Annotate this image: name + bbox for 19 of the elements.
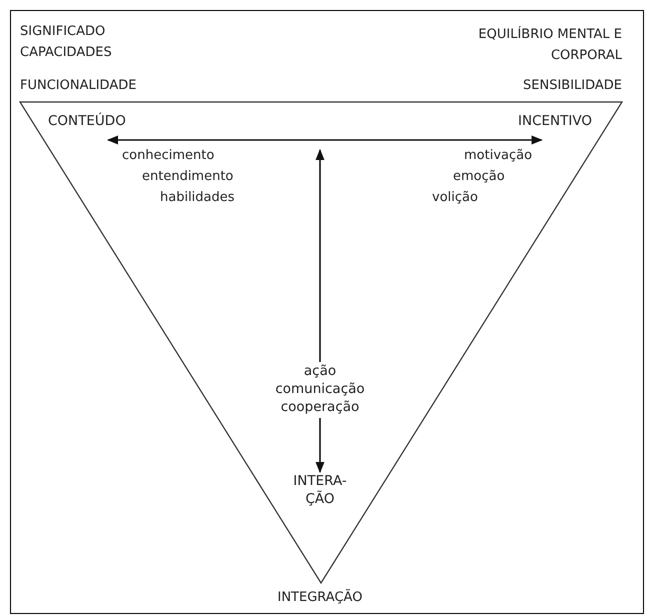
arrow bbox=[316, 148, 324, 362]
item-label: volição bbox=[432, 190, 478, 206]
dimension-heading: CONTEÚDO bbox=[48, 112, 148, 140]
category-label: SIGNIFICADO bbox=[20, 24, 106, 40]
category-label: FUNCIONALIDADE bbox=[20, 78, 136, 94]
process-list: ação comunicação cooperação bbox=[270, 362, 370, 418]
arrow bbox=[106, 136, 543, 144]
item-label: emoção bbox=[453, 169, 505, 185]
category-label: CAPACIDADES bbox=[20, 45, 112, 61]
dimension-heading: INTERA- ÇÃO bbox=[280, 472, 360, 510]
item-label: entendimento bbox=[142, 169, 234, 185]
arrow bbox=[316, 418, 324, 474]
apex-label: INTEGRAÇÃO bbox=[278, 590, 362, 606]
item-label: conhecimento bbox=[122, 148, 214, 164]
item-label: motivação bbox=[464, 148, 532, 164]
category-label: EQUILÍBRIO MENTAL E CORPORAL bbox=[477, 25, 622, 65]
item-label: habilidades bbox=[160, 190, 235, 206]
dimension-heading: INCENTIVO bbox=[497, 112, 592, 140]
category-label: SENSIBILIDADE bbox=[523, 78, 622, 94]
